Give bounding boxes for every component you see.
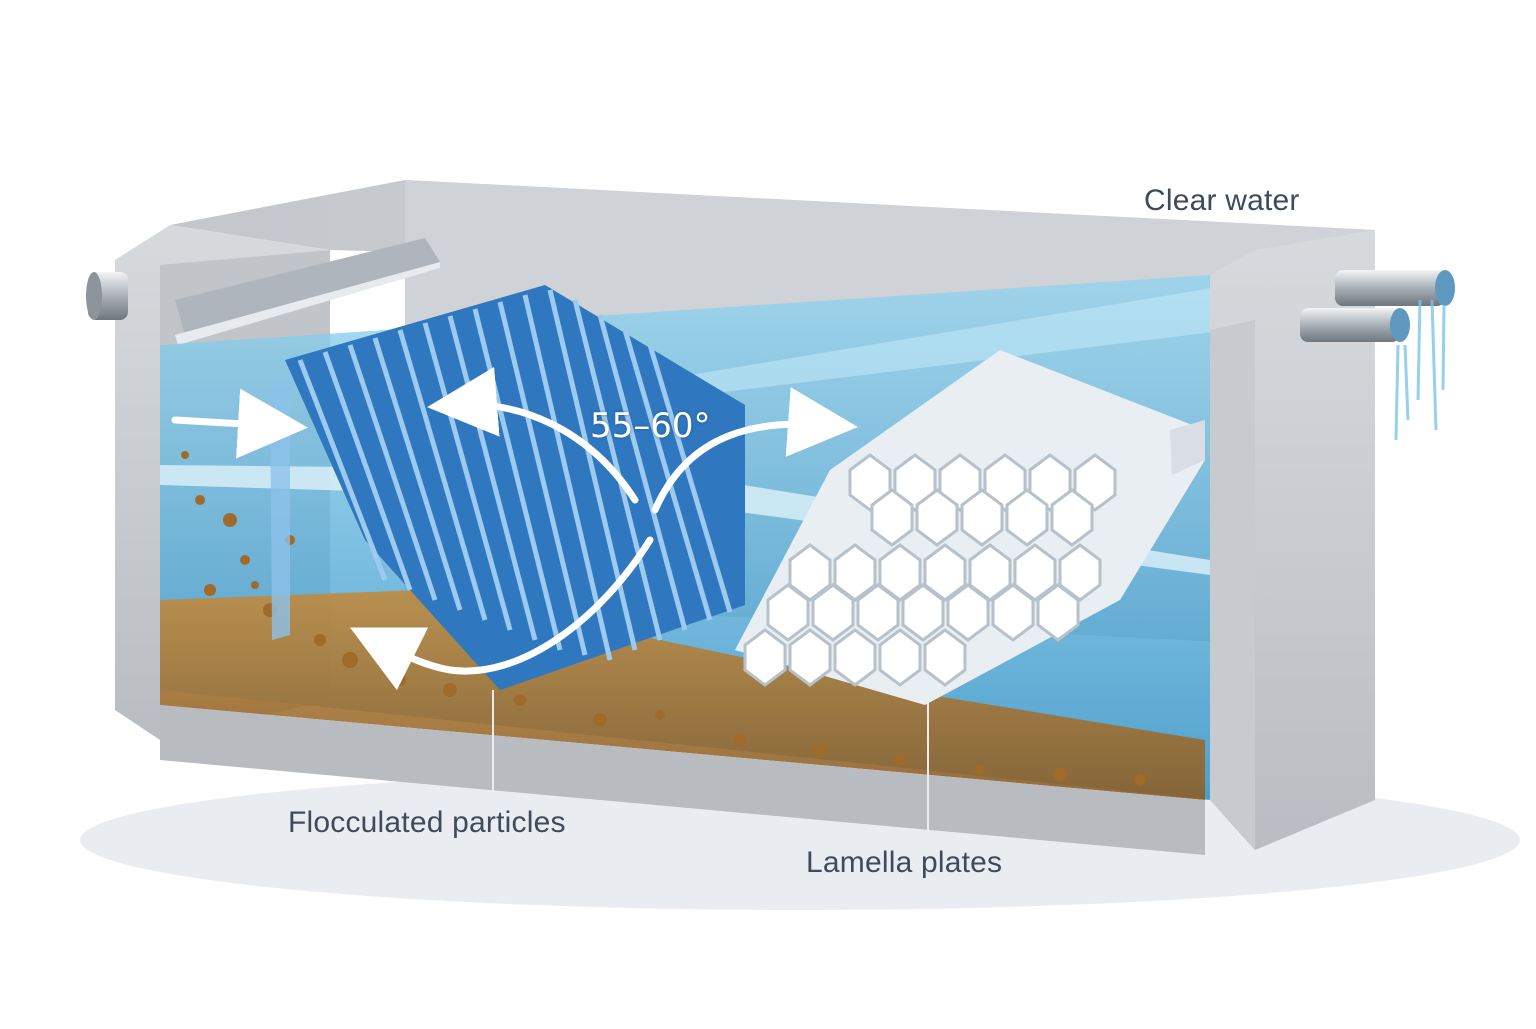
- inlet-weir: [175, 238, 440, 335]
- inlet-weir-edge: [175, 262, 440, 345]
- flow-arrow-icon: [171, 366, 858, 691]
- plate-angle-label: 55–60°: [590, 406, 711, 446]
- right-wall-face: [1210, 320, 1255, 850]
- flocculated-particles-label: Flocculated particles: [288, 806, 566, 839]
- lamella-plates-label: Lamella plates: [806, 846, 1003, 879]
- water-surface-upper: [660, 285, 1230, 395]
- outlet-pipe-icon: [1300, 270, 1455, 441]
- hexagonal-lamella-plates: [735, 350, 1205, 705]
- front-bottom-rim: [160, 705, 1205, 855]
- pointer-lines: [492, 690, 929, 840]
- inlet-pipe-icon: [86, 272, 128, 320]
- inclined-plates: [270, 285, 745, 690]
- clear-water-label: Clear water: [1144, 184, 1300, 217]
